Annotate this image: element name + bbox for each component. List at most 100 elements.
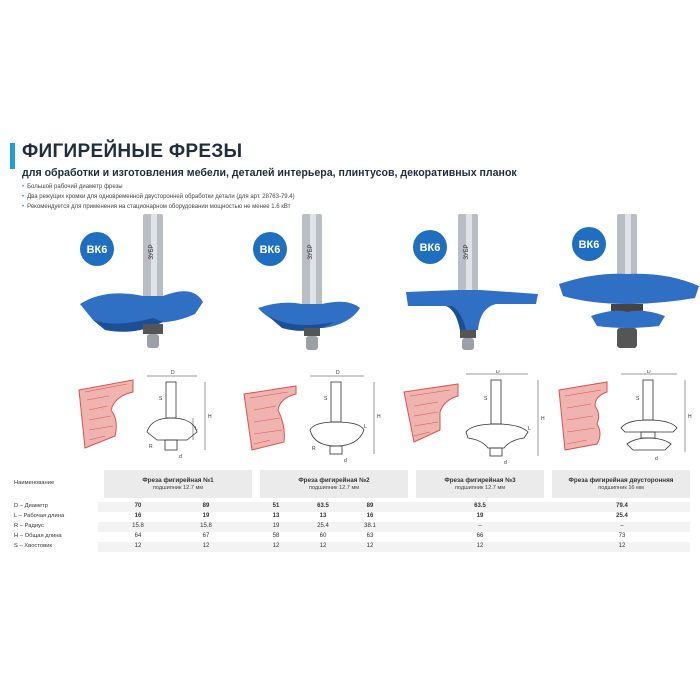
product-image-4: ВК6	[555, 212, 700, 367]
feature-item: Большой рабочий диаметр фрезы	[22, 182, 295, 192]
table-row-bg	[98, 542, 690, 552]
dim-label-l: L	[364, 424, 367, 430]
dim-label-h: H	[688, 414, 692, 420]
dim-label-d: D	[336, 370, 340, 376]
table-row-header: Наименование	[14, 480, 55, 486]
dim-label-d: D	[647, 370, 651, 375]
table-cell: 66	[476, 533, 484, 539]
table-cell: –	[478, 523, 482, 529]
badge-label: ВК6	[579, 239, 600, 251]
product-image-2: ВК6 ЗУБР	[238, 212, 398, 367]
badge-icon	[413, 230, 447, 264]
table-cell: 13	[319, 513, 327, 519]
group-name: Фреза фигирейная двусторонняя	[568, 477, 674, 484]
table-cell: 12	[319, 543, 327, 549]
badge-label: ВК6	[260, 244, 281, 256]
dim-label-small-d: d	[179, 454, 182, 460]
table-group-header-4: Фреза фигирейная двусторонняя подшипник …	[552, 470, 690, 498]
dim-label-s: S	[159, 396, 163, 402]
table-cell: 25.4	[317, 523, 329, 529]
table-cell: 19	[476, 513, 484, 519]
table-group-header-2: Фреза фигирейная №2 подшипник 12.7 мм	[260, 470, 408, 498]
dim-label-small-d: d	[344, 458, 347, 464]
group-name: Фреза фигирейная №3	[444, 477, 516, 484]
title-accent-bar	[10, 143, 15, 169]
group-sub: подшипник 12.7 мм	[454, 485, 506, 491]
brand-mark: ЗУБР	[464, 244, 470, 259]
dim-label-l: L	[195, 426, 198, 432]
dim-label-r: R	[149, 444, 153, 450]
table-cell: 38.1	[364, 523, 376, 529]
row-label-radius: R – Радиус	[14, 523, 44, 529]
table-cell: 12	[272, 543, 280, 549]
table-cell: 89	[202, 503, 210, 509]
table-cell: 63.5	[474, 503, 486, 509]
dim-label-d: D	[171, 370, 175, 376]
table-cell: 15.8	[132, 523, 144, 529]
product-image-3: ВК6 ЗУБР	[400, 212, 560, 367]
technical-drawing-1: D S L H R d	[75, 370, 225, 468]
table-cell: 12	[366, 543, 374, 549]
badge-icon	[80, 232, 114, 266]
group-name: Фреза фигирейная №1	[142, 477, 214, 484]
dim-label-s: S	[484, 396, 488, 402]
table-group-header-1: Фреза фигирейная №1 подшипник 12.7 мм	[104, 470, 252, 498]
table-cell: 12	[134, 543, 142, 549]
table-row-bg	[98, 502, 690, 512]
table-cell: 12	[618, 543, 626, 549]
dim-label-small-d: d	[655, 456, 658, 462]
table-cell: 16	[134, 513, 142, 519]
dim-label-h: H	[377, 414, 381, 420]
technical-drawing-2: D S L H R d	[240, 370, 390, 468]
row-label-diameter: D – Диаметр	[14, 503, 48, 509]
page-title: ФИГИРЕЙНЫЕ ФРЕЗЫ	[22, 141, 243, 162]
table-cell: 19	[202, 513, 210, 519]
row-label-total-length: H – Общая длина	[14, 533, 62, 539]
table-cell: 89	[366, 503, 374, 509]
feature-list: Большой рабочий диаметр фрезы Два режущи…	[22, 182, 295, 212]
dim-label-l: L	[528, 426, 531, 432]
table-cell: 12	[202, 543, 210, 549]
table-cell: 73	[618, 533, 626, 539]
row-label-working-length: L – Рабочая длина	[14, 513, 65, 519]
table-cell: 12	[476, 543, 484, 549]
table-cell: 79.4	[616, 503, 628, 509]
feature-item: Рекомендуется для применения на стациона…	[22, 202, 295, 212]
dim-label-r: R	[312, 446, 316, 452]
table-cell: 15.8	[200, 523, 212, 529]
badge-icon	[253, 232, 287, 266]
group-sub: подшипник 12.7 мм	[308, 485, 360, 491]
dim-label-s: S	[324, 396, 328, 402]
badge-icon	[572, 227, 606, 261]
table-row-bg	[98, 522, 690, 532]
badge-label: ВК6	[87, 244, 108, 256]
table-cell: 25.4	[616, 513, 628, 519]
table-cell: 16	[366, 513, 374, 519]
table-cell: 63.5	[317, 503, 329, 509]
technical-drawing-4: D S H d	[555, 370, 695, 468]
dim-label-small-d: d	[504, 460, 507, 466]
product-image-1: ВК6 ЗУБР	[75, 212, 235, 367]
dim-label-s: S	[636, 396, 640, 402]
brand-mark: ЗУБР	[149, 244, 155, 259]
group-sub: подшипник 12.7 мм	[152, 485, 204, 491]
dim-label-d: D	[496, 370, 500, 375]
table-cell: 67	[202, 533, 210, 539]
technical-drawing-3: D S L H d	[400, 370, 550, 468]
group-name: Фреза фигирейная №2	[298, 477, 370, 484]
table-group-header-3: Фреза фигирейная №3 подшипник 12.7 мм	[416, 470, 544, 498]
table-cell: –	[620, 523, 624, 529]
table-cell: 58	[272, 533, 280, 539]
table-cell: 63	[366, 533, 374, 539]
row-label-shank: S – Хвостовик	[14, 543, 52, 549]
badge-label: ВК6	[420, 242, 441, 254]
table-cell: 60	[319, 533, 327, 539]
table-cell: 70	[134, 503, 142, 509]
table-cell: 51	[272, 503, 280, 509]
brand-mark: ЗУБР	[308, 244, 314, 259]
feature-item: Два режущих кромки для одновременной дву…	[22, 192, 295, 202]
table-cell: 19	[272, 523, 280, 529]
dim-label-h: H	[541, 416, 545, 422]
table-cell: 13	[272, 513, 280, 519]
dim-label-h: H	[208, 414, 212, 420]
